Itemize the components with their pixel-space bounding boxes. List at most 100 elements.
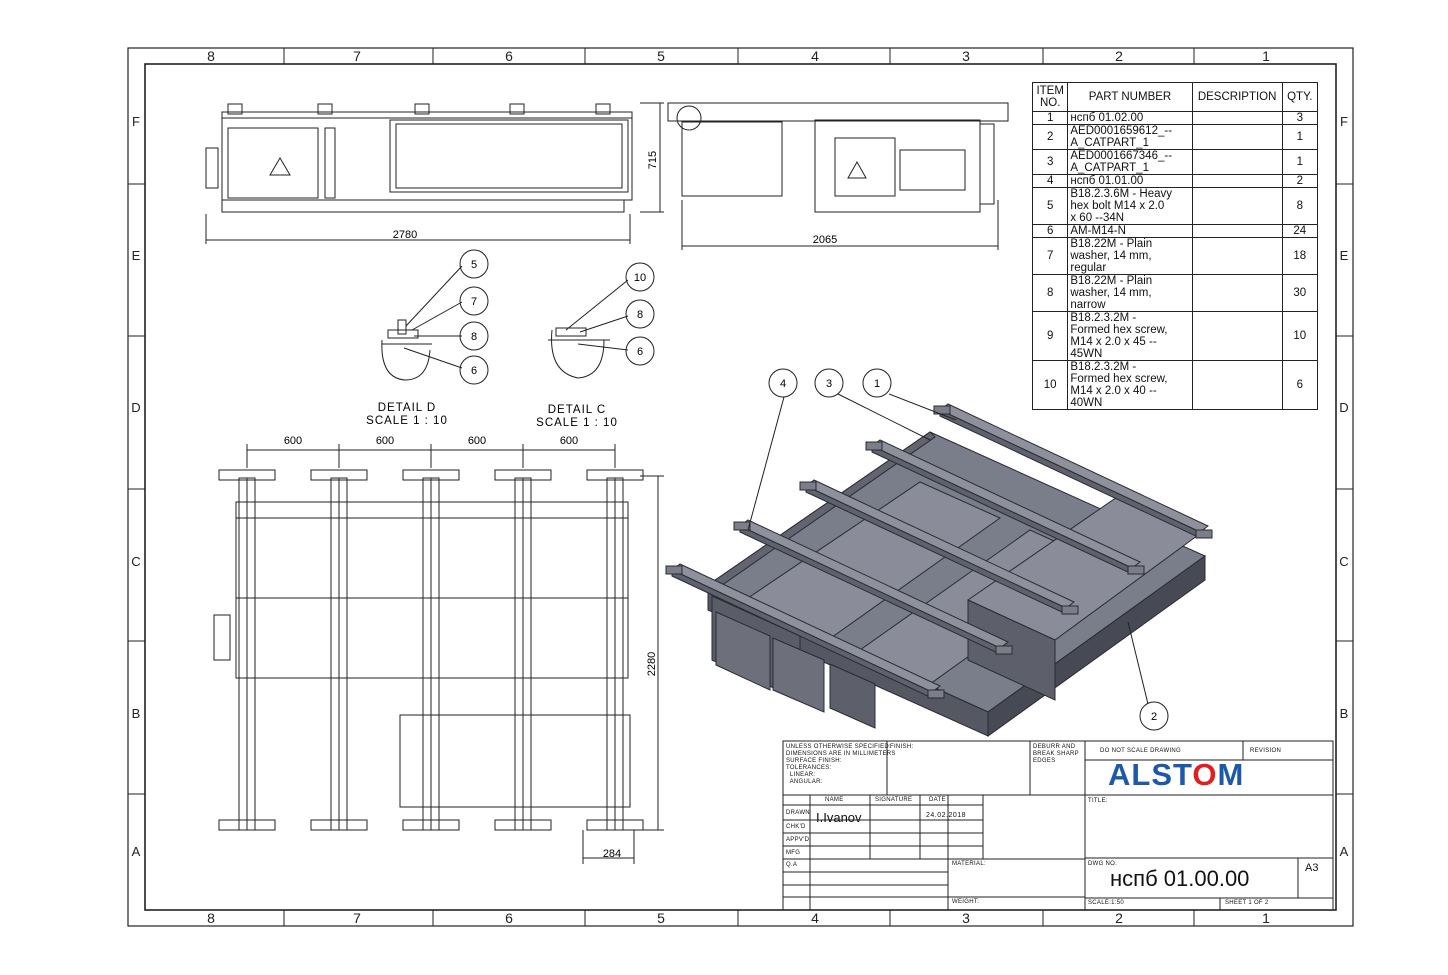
dim-side-width: 2065 bbox=[813, 234, 837, 246]
bom-item: 8 bbox=[1031, 274, 1069, 312]
dim-plan-bottom: 284 bbox=[603, 848, 621, 860]
deburr-label: DEBURR AND BREAK SHARP EDGES bbox=[1033, 744, 1079, 764]
outer-border bbox=[127, 47, 1354, 927]
bom-desc bbox=[1191, 124, 1283, 150]
zone-row-right: D bbox=[1339, 400, 1348, 415]
iso-beam-foot bbox=[927, 689, 945, 699]
bom-item: 2 bbox=[1031, 124, 1069, 150]
drawn-by: I.Ivanov bbox=[816, 810, 862, 825]
detail-c-title: DETAIL C bbox=[548, 404, 606, 416]
iso-balloon-2: 2 bbox=[1151, 711, 1157, 723]
zone-row-left: E bbox=[132, 248, 141, 263]
bom-qty: 8 bbox=[1281, 187, 1319, 225]
zone-col-top: 1 bbox=[1262, 48, 1270, 64]
bom-qty: 18 bbox=[1281, 237, 1319, 275]
zone-col-top: 3 bbox=[962, 48, 970, 64]
bom-part: AED0001659612_-- A_CATPART_1 bbox=[1067, 124, 1193, 150]
zone-col-bottom: 6 bbox=[505, 910, 513, 926]
dim-front-height: 715 bbox=[647, 151, 659, 169]
detail-d bbox=[381, 249, 489, 385]
detail-c bbox=[548, 262, 655, 379]
bom-header-description: DESCRIPTION bbox=[1191, 82, 1283, 112]
bom-qty: 2 bbox=[1281, 174, 1319, 188]
zone-col-bottom: 7 bbox=[353, 910, 361, 926]
no-scale-note: DO NOT SCALE DRAWING bbox=[1100, 748, 1182, 754]
dim-front-width: 2780 bbox=[393, 229, 417, 241]
zone-col-bottom: 5 bbox=[657, 910, 665, 926]
dim-spacing-2: 600 bbox=[376, 435, 394, 447]
bom-qty: 30 bbox=[1281, 274, 1319, 312]
dwg-no-label: DWG NO. bbox=[1088, 861, 1118, 867]
zone-col-top: 8 bbox=[207, 48, 215, 64]
bom-desc bbox=[1191, 274, 1283, 312]
plan-rails bbox=[218, 469, 644, 831]
iso-beam-foot bbox=[799, 481, 817, 491]
dim-spacing-3: 600 bbox=[468, 435, 486, 447]
bom-qty: 1 bbox=[1281, 124, 1319, 150]
iso-beam-foot bbox=[1061, 605, 1079, 615]
sheet-number: SHEET 1 OF 2 bbox=[1225, 900, 1269, 906]
weight-label: WEIGHT: bbox=[952, 899, 980, 905]
mfg-label: MFG bbox=[786, 850, 801, 856]
zone-col-bottom: 2 bbox=[1115, 910, 1123, 926]
drawing-number: нспб 01.00.00 bbox=[1110, 866, 1250, 891]
scale-label: SCALE:1:50 bbox=[1088, 900, 1125, 906]
dim-spacing-1: 600 bbox=[284, 435, 302, 447]
detail-c-scale: SCALE 1 : 10 bbox=[536, 417, 618, 429]
bom-desc bbox=[1191, 111, 1283, 125]
isometric-beams bbox=[665, 403, 1213, 699]
detail-d-balloon-8: 8 bbox=[471, 331, 477, 343]
title-label: TITLE: bbox=[1088, 798, 1108, 804]
bom-part: B18.22M - Plain washer, 14 mm, narrow bbox=[1067, 274, 1193, 312]
bom-qty: 3 bbox=[1281, 111, 1319, 125]
bom-part: B18.2.3.2M - Formed hex screw, M14 x 2.0… bbox=[1067, 360, 1193, 410]
iso-balloon-1: 1 bbox=[874, 378, 880, 390]
front-view bbox=[205, 102, 664, 244]
iso-beam-foot bbox=[733, 521, 751, 531]
iso-beam-foot bbox=[995, 645, 1013, 655]
zone-row-right: C bbox=[1339, 554, 1348, 569]
date-label: DATE bbox=[929, 797, 946, 803]
detail-c-balloon-6: 6 bbox=[637, 346, 643, 358]
bom-qty: 10 bbox=[1281, 311, 1319, 361]
bom-item: 7 bbox=[1031, 237, 1069, 275]
bom-item: 4 bbox=[1031, 174, 1069, 188]
bom-qty: 24 bbox=[1281, 224, 1319, 238]
title-block-grid bbox=[782, 740, 1334, 911]
zone-row-right: A bbox=[1340, 844, 1349, 859]
zone-col-bottom: 3 bbox=[962, 910, 970, 926]
bom-desc bbox=[1191, 360, 1283, 410]
detail-c-balloon-10: 10 bbox=[634, 272, 646, 284]
bom-header-item: ITEM NO. bbox=[1031, 82, 1069, 112]
iso-beam-foot bbox=[1127, 565, 1145, 575]
zone-col-top: 2 bbox=[1115, 48, 1123, 64]
iso-balloon-4: 4 bbox=[780, 378, 786, 390]
inner-border bbox=[144, 63, 1337, 911]
drawn-label: DRAWN bbox=[786, 810, 810, 816]
bom-desc bbox=[1191, 174, 1283, 188]
company-logo: ALSTOM bbox=[1108, 757, 1245, 792]
dim-plan-height: 2280 bbox=[646, 652, 658, 676]
iso-beam-foot bbox=[665, 565, 683, 575]
plan-view bbox=[213, 444, 664, 864]
zone-col-top: 6 bbox=[505, 48, 513, 64]
material-label: MATERIAL: bbox=[952, 861, 986, 867]
tolerance-note: UNLESS OTHERWISE SPECIFIED: DIMENSIONS A… bbox=[786, 744, 896, 785]
bom-part: B18.2.3.6M - Heavy hex bolt M14 x 2.0 x … bbox=[1067, 187, 1193, 225]
detail-d-title: DETAIL D bbox=[378, 402, 436, 414]
zone-row-left: A bbox=[132, 844, 141, 859]
zone-row-right: E bbox=[1340, 248, 1349, 263]
bom-part: нспб 01.01.00 bbox=[1067, 174, 1193, 188]
zone-col-top: 5 bbox=[657, 48, 665, 64]
bom-part: AM-M14-N bbox=[1067, 224, 1193, 238]
bom-qty: 1 bbox=[1281, 149, 1319, 175]
sheet-size: A3 bbox=[1305, 862, 1319, 874]
